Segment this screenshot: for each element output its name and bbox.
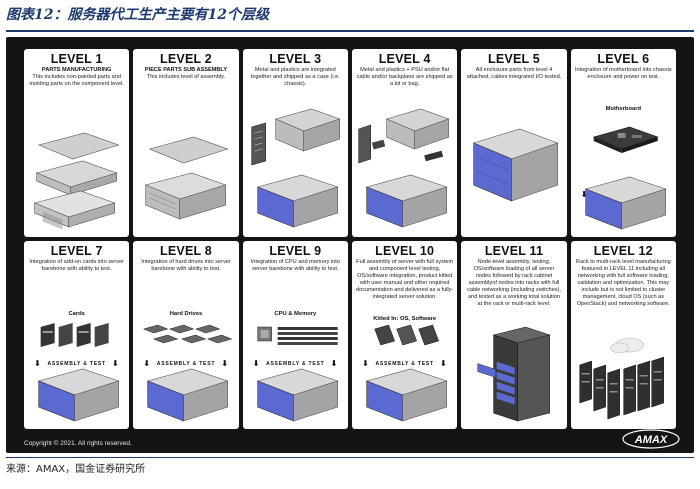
level-title: LEVEL 8 (160, 244, 212, 258)
arrow-down-icon: ⬇ (330, 359, 339, 368)
server-chassis-icon (352, 365, 457, 425)
level-card-12: LEVEL 12 Rack to multi-rack level manufa… (570, 241, 676, 429)
arrow-down-icon: ⬇ (439, 359, 448, 368)
level-card-9: LEVEL 9 Integration of CPU and memory in… (242, 241, 348, 429)
level-title: LEVEL 4 (378, 52, 431, 66)
level-title: LEVEL 10 (375, 244, 435, 258)
figure-title: 图表12：服务器代工生产主要有12个层级 (6, 7, 269, 23)
level-card-4: LEVEL 4 Metal and plastics + PSU and/or … (352, 49, 458, 237)
assembly-label: ASSEMBLY & TEST (375, 360, 434, 367)
chassis-case-icon (243, 105, 348, 233)
level-title: LEVEL 9 (269, 244, 322, 258)
part-label: Kitted In: OS, Software (373, 316, 437, 322)
part-label: Cards (68, 311, 85, 317)
assembly-label: ASSEMBLY & TEST (266, 360, 325, 367)
arrow-down-icon: ⬇ (221, 359, 229, 368)
arrow-down-icon: ⬇ (361, 359, 370, 368)
title-rule (6, 30, 694, 32)
chassis-kit-icon (352, 105, 457, 233)
add-on-cards-icon (24, 319, 129, 349)
level-card-2: LEVEL 2 PIECE PARTS SUB ASSEMBLY This in… (133, 49, 239, 237)
levels-grid: LEVEL 1 PARTS MANUFACTURING This include… (24, 49, 676, 429)
level-description: Integration of hard drives into server b… (141, 259, 231, 272)
level-card-6: LEVEL 6 Integration of motherboard into … (570, 49, 676, 237)
level-card-10: LEVEL 10 Full assembly of server with fu… (352, 241, 458, 429)
level-description: Full assembly of server with full system… (356, 259, 454, 300)
assembly-test-step: ⬇ ASSEMBLY & TEST ⬇ (243, 359, 348, 368)
server-rack-icon (461, 325, 566, 425)
level-card-8: LEVEL 8 Integration of hard drives into … (133, 241, 239, 429)
motherboard-icon (571, 123, 676, 159)
source-rule (6, 457, 694, 458)
level-description: Node-level assembly, testing, OS/softwar… (467, 259, 561, 307)
level-title: LEVEL 2 (160, 52, 212, 66)
assembly-label: ASSEMBLY & TEST (47, 360, 106, 367)
arrow-down-icon: ⬇ (111, 359, 120, 368)
enclosure-icon (461, 113, 566, 233)
part-label: CPU & Memory (274, 311, 317, 317)
level-title: LEVEL 5 (488, 52, 540, 66)
level-description: Integration of motherboard into chassis … (574, 67, 672, 80)
level-title: LEVEL 12 (593, 244, 653, 258)
level-description: Integration of CPU and memory into serve… (250, 259, 340, 272)
arrow-down-icon: ⬇ (252, 359, 261, 368)
infographic-panel: LEVEL 1 PARTS MANUFACTURING This include… (6, 37, 694, 453)
level-description: Rack to multi-rack level manufacturing f… (575, 259, 671, 307)
cpu-memory-icon (243, 319, 348, 349)
part-label: Hard Drives (169, 311, 203, 317)
level-title: LEVEL 3 (269, 52, 322, 66)
level-card-3: LEVEL 3 Metal and plastics are integrate… (242, 49, 348, 237)
assembly-test-step: ⬇ ASSEMBLY & TEST ⬇ (133, 359, 238, 368)
level-title: LEVEL 11 (484, 244, 544, 258)
parts-chassis-exploded-icon (24, 123, 129, 233)
level-description: All enclosure parts from level 4 attache… (466, 67, 562, 80)
level-card-11: LEVEL 11 Node-level assembly, testing, O… (461, 241, 567, 429)
level-description: Metal and plastics are integrated togeth… (250, 67, 340, 87)
level-card-7: LEVEL 7 Integration of add-on cards into… (24, 241, 130, 429)
level-description: This includes non-painted parts and mold… (29, 74, 124, 87)
server-chassis-icon (24, 365, 129, 425)
logo-text: AMAX (634, 434, 668, 446)
level-description: Integration of add-on cards into server … (29, 259, 124, 272)
copyright-text: Copyright © 2021. All rights reserved. (24, 440, 132, 447)
server-chassis-icon (243, 365, 348, 425)
part-label: Motherboard (605, 106, 642, 112)
server-chassis-icon (133, 365, 238, 425)
amax-logo: AMAX (622, 429, 680, 449)
hard-drives-icon (133, 319, 238, 349)
level-title: LEVEL 6 (597, 52, 650, 66)
source-note: 来源：AMAX，国金证券研究所 (6, 464, 146, 475)
level-description: Metal and plastics + PSU and/or flat cab… (356, 67, 453, 87)
level-card-5: LEVEL 5 All enclosure parts from level 4… (461, 49, 567, 237)
assembly-label: ASSEMBLY & TEST (156, 360, 216, 367)
multi-rack-cloud-icon (571, 329, 676, 425)
level-subtitle: PARTS MANUFACTURING (41, 67, 112, 73)
level-subtitle: PIECE PARTS SUB ASSEMBLY (144, 67, 228, 73)
level-card-1: LEVEL 1 PARTS MANUFACTURING This include… (24, 49, 130, 237)
level-title: LEVEL 7 (50, 244, 103, 258)
assembly-test-step: ⬇ ASSEMBLY & TEST ⬇ (352, 359, 457, 368)
arrow-down-icon: ⬇ (580, 190, 589, 199)
chassis-subassembly-icon (133, 123, 238, 233)
level-title: LEVEL 1 (50, 52, 103, 66)
software-kit-icon (352, 323, 457, 349)
arrow-down-icon: ⬇ (143, 359, 151, 368)
level-description: This includes level of assembly. (146, 74, 226, 80)
assembly-test-step: ⬇ ASSEMBLY & TEST ⬇ (24, 359, 129, 368)
server-chassis-icon (571, 173, 676, 233)
arrow-down-icon: ⬇ (33, 359, 42, 368)
